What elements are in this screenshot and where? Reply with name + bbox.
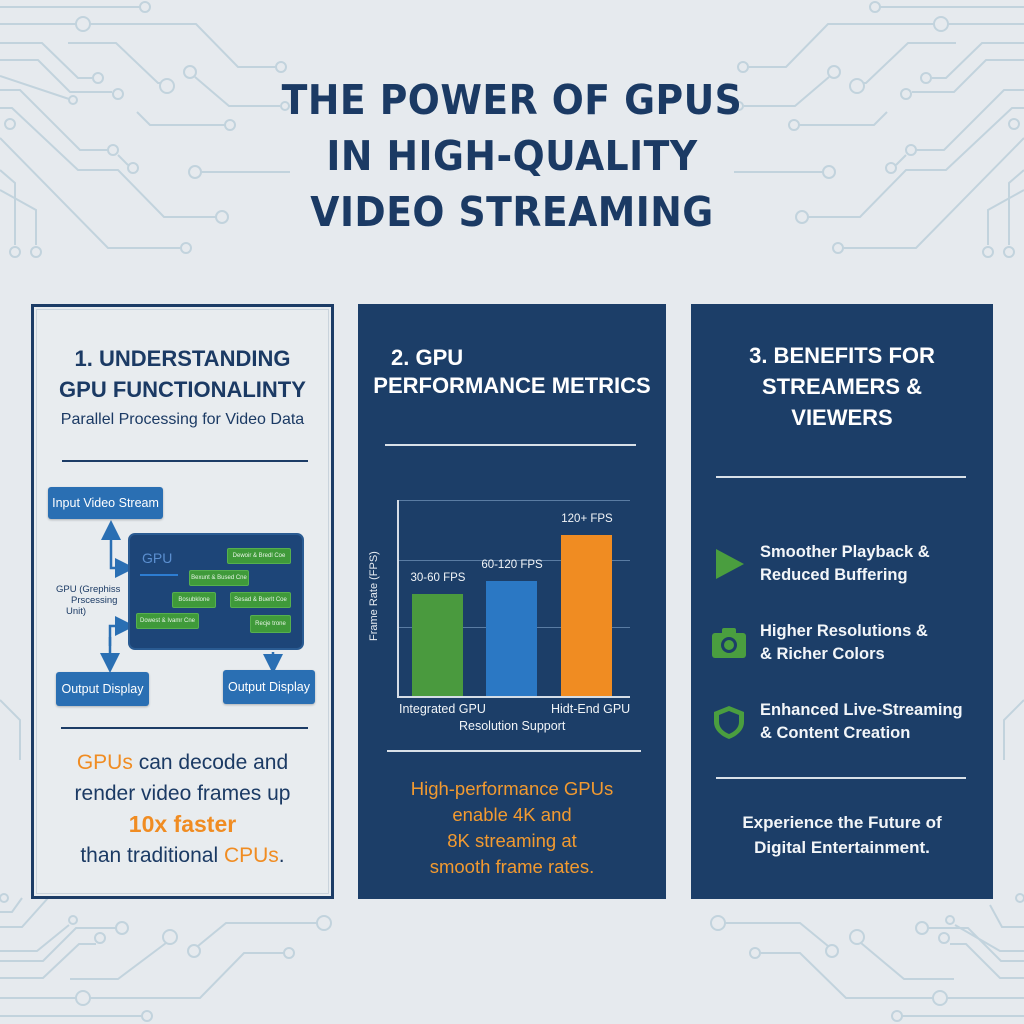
fact-text: render video frames up (74, 782, 291, 805)
x-axis-label: Resolution Support (459, 719, 566, 733)
camera-icon (712, 628, 746, 658)
gpu-core-block: Bexunt & Bused Cne (189, 570, 249, 586)
shield-icon (714, 706, 744, 739)
side-label-line: GPU (Grephiss (56, 584, 121, 595)
highlight-cpus: CPUs (223, 844, 279, 867)
highlight-gpus: GPUs (76, 751, 133, 774)
benefit-line: Smoother Playback & (760, 543, 930, 561)
panel-2-title-line-2: PERFORMANCE METRICS (373, 373, 651, 398)
fact-text: . (278, 844, 285, 867)
panel-1-title: 1. UNDERSTANDING GPU FUNCTIONALINTY (34, 343, 331, 405)
output-display-box-right: Output Display (223, 670, 315, 704)
title-line-2: IN HIGH-QUALITY (326, 132, 698, 180)
divider (387, 750, 641, 752)
closing-line: Digital Entertainment. (754, 838, 930, 857)
benefit-text: Smoother Playback & Reduced Buffering (760, 541, 930, 587)
title-line-1: THE POWER OF GPUS (281, 76, 743, 124)
panel-2-title-line-1: 2. GPU (391, 345, 464, 370)
closing-statement: Experience the Future of Digital Enterta… (691, 810, 993, 860)
gpu-block: GPU Dewoir & Bredl Coe Bexunt & Bused Cn… (128, 533, 304, 650)
panel-3-title-line: 3. BENEFITS FOR (749, 343, 935, 368)
gpu-underline (140, 574, 178, 576)
fact-text: than traditional (80, 844, 224, 867)
divider (716, 777, 966, 779)
closing-line: Experience the Future of (742, 813, 942, 832)
x-tick-label: Integrated GPU (399, 702, 486, 716)
gpu-core-block: Sesad & Buerlt Coe (230, 592, 291, 608)
title-line-3: VIDEO STREAMING (310, 188, 714, 236)
side-label-line: Prscessing (71, 595, 118, 606)
gpu-side-label: GPU (Grephiss Prscessing Unit) (56, 584, 120, 617)
benefit-item-playback: Smoother Playback & Reduced Buffering (711, 540, 981, 590)
x-axis (397, 696, 630, 698)
benefit-line: Enhanced Live-Streaming (760, 701, 963, 719)
benefit-text: Higher Resolutions & & Richer Colors (760, 620, 928, 666)
bar-integrated-gpu (412, 594, 463, 696)
divider (61, 727, 308, 729)
gpu-core-block: Bosubklone (172, 592, 216, 608)
divider (716, 476, 966, 478)
benefit-line: & Richer Colors (760, 645, 885, 663)
panel-understanding-gpu: 1. UNDERSTANDING GPU FUNCTIONALINTY Para… (31, 304, 334, 899)
page-title: THE POWER OF GPUS IN HIGH-QUALITY VIDEO … (41, 72, 983, 240)
divider (62, 460, 308, 462)
panel-1-subtitle: Parallel Processing for Video Data (60, 411, 305, 428)
benefit-item-live-streaming: Enhanced Live-Streaming & Content Creati… (711, 698, 981, 748)
benefit-item-resolution: Higher Resolutions & & Richer Colors (711, 619, 981, 669)
x-tick-label: Hidt-End GPU (551, 702, 631, 716)
gpu-core-block: Dewoir & Bredl Coe (227, 548, 291, 564)
panel-3-title: 3. BENEFITS FOR STREAMERS & VIEWERS (691, 340, 993, 433)
resolution-fact: High-performance GPUs enable 4K and 8K s… (358, 776, 666, 880)
fact-line: 8K streaming at (447, 830, 577, 851)
frame-rate-bar-chart: 30-60 FPS 60-120 FPS 120+ FPS Frame Rate… (358, 304, 666, 899)
gpu-label: GPU (142, 550, 173, 566)
fact-line: High-performance GPUs (410, 778, 614, 799)
bar-value-label: 30-60 FPS (410, 572, 466, 584)
panel-3-title-line: VIEWERS (791, 405, 893, 430)
fact-line: enable 4K and (452, 804, 572, 825)
side-label-line: Unit) (66, 606, 87, 617)
output-display-box-left: Output Display (56, 672, 149, 706)
gpu-core-block: Recje trone (250, 615, 291, 633)
benefit-line: Higher Resolutions & (760, 622, 928, 640)
fact-line: smooth frame rates. (429, 856, 595, 877)
bar-value-label: 120+ FPS (561, 513, 613, 525)
fact-text: can decode and (132, 751, 289, 774)
play-icon (716, 549, 744, 579)
y-axis-label: Frame Rate (FPS) (368, 551, 380, 641)
panel-performance-metrics: 2. GPU PERFORMANCE METRICS 30-60 FPS 60-… (358, 304, 666, 899)
divider (385, 444, 636, 446)
bar-value-label: 60-120 FPS (481, 559, 543, 571)
panel-1-title-line-2: GPU FUNCTIONALINTY (59, 377, 306, 402)
gridline (399, 500, 630, 501)
input-video-stream-box: Input Video Stream (48, 487, 163, 519)
panel-3-title-line: STREAMERS & (761, 374, 923, 399)
gridline (399, 560, 630, 561)
panel-1-title-line-1: 1. UNDERSTANDING (74, 346, 291, 371)
panel-benefits: 3. BENEFITS FOR STREAMERS & VIEWERS Smoo… (691, 304, 993, 899)
benefit-line: & Content Creation (760, 724, 911, 742)
highlight-10x-faster: 10x faster (128, 811, 237, 837)
bar-mid-range-gpu (486, 581, 537, 696)
gpu-speed-fact: GPUs can decode and render video frames … (34, 747, 331, 871)
benefit-text: Enhanced Live-Streaming & Content Creati… (760, 699, 963, 745)
y-axis (397, 500, 399, 698)
gpu-core-block: Dowest & Ivamr Cne (136, 613, 199, 629)
benefit-line: Reduced Buffering (760, 566, 908, 584)
bar-high-end-gpu (561, 535, 612, 696)
